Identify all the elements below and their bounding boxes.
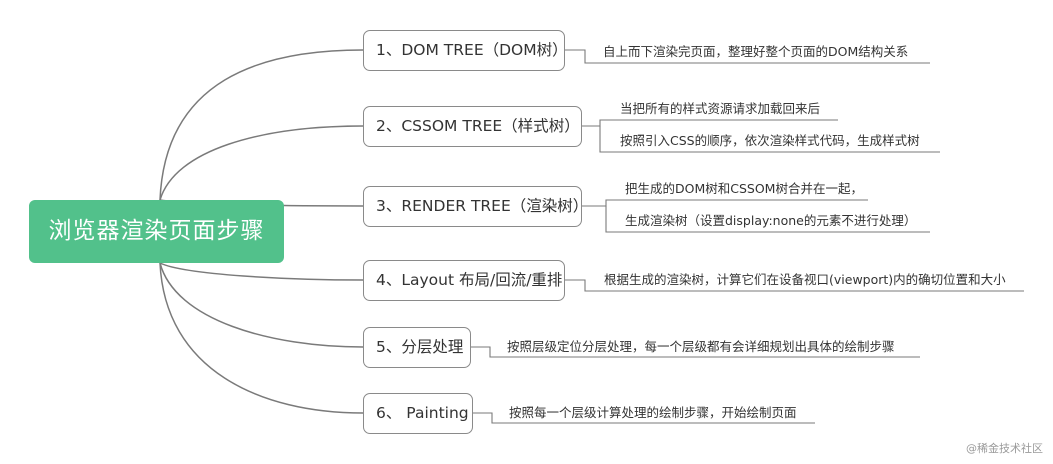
branch-line-6 bbox=[159, 262, 364, 414]
detail-painting: 按照每一个层级计算处理的绘制步骤，开始绘制页面 bbox=[509, 405, 797, 420]
branch-line-4 bbox=[159, 262, 364, 281]
detail-render-1: 把生成的DOM树和CSSOM树合并在一起， bbox=[625, 181, 863, 196]
detail-layout: 根据生成的渲染树，计算它们在设备视口(viewport)内的确切位置和大小 bbox=[604, 272, 1006, 287]
node-dom-tree: 1、DOM TREE（DOM树） bbox=[363, 30, 568, 71]
detail-layering: 按照层级定位分层处理，每一个层级都有会详细规划出具体的绘制步骤 bbox=[507, 339, 895, 354]
detail-render-2: 生成渲染树（设置display:none的元素不进行处理） bbox=[625, 213, 917, 228]
branch-line-1 bbox=[159, 49, 364, 201]
leaf-line-1a bbox=[565, 49, 930, 64]
node-cssom-tree: 2、CSSOM TREE（样式树） bbox=[363, 106, 582, 147]
leaf-line-3b bbox=[605, 206, 930, 233]
node-layout: 4、Layout 布局/回流/重排 bbox=[363, 260, 565, 301]
watermark: @稀金技术社区 bbox=[966, 442, 1043, 455]
leaf-line-4a bbox=[565, 279, 1024, 292]
node-painting: 6、 Painting bbox=[363, 393, 473, 434]
detail-cssom-2: 按照引入CSS的顺序，依次渲染样式代码，生成样式树 bbox=[620, 133, 920, 148]
leaf-line-2b bbox=[599, 126, 940, 153]
root-node: 浏览器渲染页面步骤 bbox=[29, 200, 284, 263]
leaf-line-6a bbox=[473, 412, 815, 424]
leaf-line-3a bbox=[582, 199, 868, 207]
node-render-tree: 3、RENDER TREE（渲染树） bbox=[363, 186, 588, 227]
detail-cssom-1: 当把所有的样式资源请求加载回来后 bbox=[620, 101, 821, 116]
leaf-line-2a bbox=[582, 119, 838, 127]
detail-dom-tree: 自上而下渲染完页面，整理好整个页面的DOM结构关系 bbox=[603, 44, 909, 59]
leaf-line-5a bbox=[471, 346, 920, 358]
branch-line-5 bbox=[159, 262, 364, 348]
node-layering: 5、分层处理 bbox=[363, 327, 471, 368]
branch-line-2 bbox=[159, 125, 364, 201]
